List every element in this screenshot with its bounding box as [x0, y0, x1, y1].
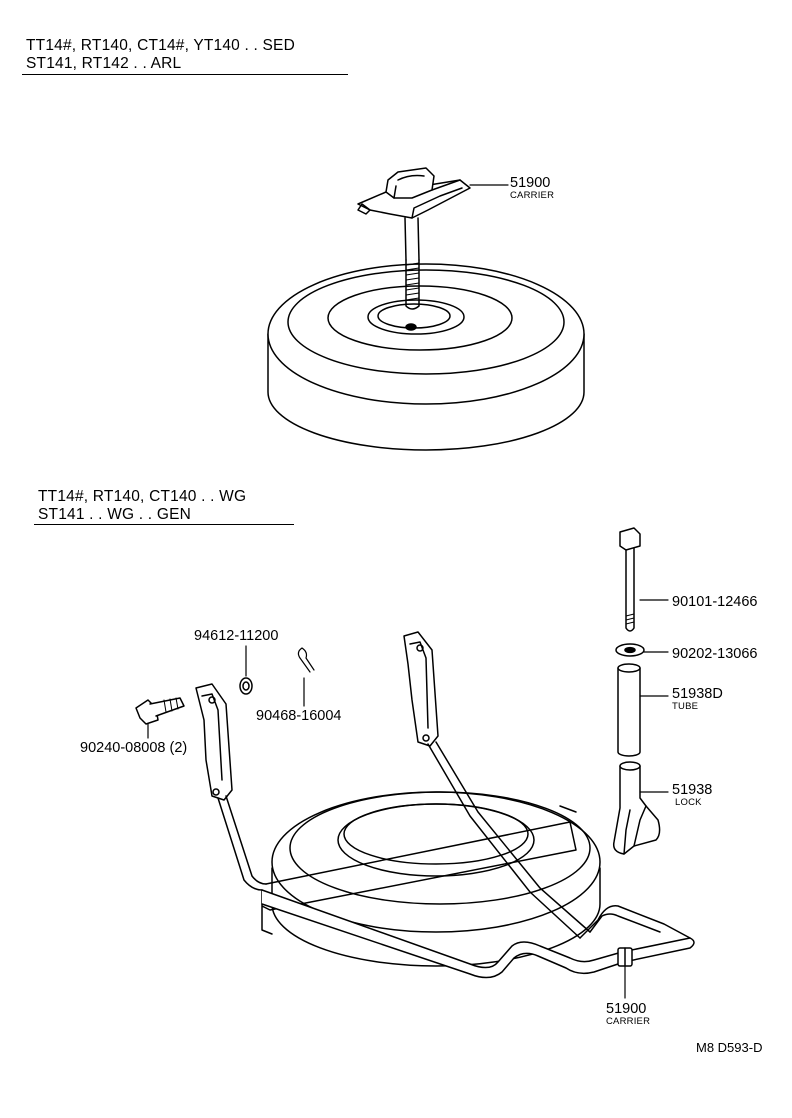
- nut: [240, 678, 252, 694]
- part-number-carrier-top: 51900: [510, 175, 551, 191]
- carrier-bolt-top: [405, 218, 419, 309]
- part-number-tube: 51938D: [672, 686, 723, 702]
- part-number-washer: 90202-13066: [672, 646, 758, 662]
- part-name-lock: LOCK: [675, 797, 702, 808]
- section2-models-line2: ST141 . . WG . . GEN: [38, 506, 192, 523]
- part-name-tube: TUBE: [672, 701, 699, 712]
- part-number-bolt-long: 90101-12466: [672, 594, 758, 610]
- part-number-carrier-bottom: 51900: [606, 1001, 647, 1017]
- carrier-frame-bottom: [196, 632, 694, 978]
- figure-code: M8 D593-D: [696, 1040, 763, 1055]
- part-number-bolt-short: 90240-08008 (2): [80, 740, 188, 756]
- section1-models-line2: ST141, RT142 . . ARL: [26, 55, 182, 72]
- section2-models-line1: TT14#, RT140, CT140 . . WG: [38, 488, 247, 505]
- spare-tire-top: [268, 264, 584, 450]
- part-name-carrier-top: CARRIER: [510, 190, 555, 201]
- part-number-lock: 51938: [672, 782, 713, 798]
- tube: [618, 664, 640, 756]
- section1-underline: [22, 74, 348, 75]
- bolt-short: [136, 698, 184, 724]
- spare-tire-bottom: [272, 792, 600, 966]
- carrier-clamp-top: [358, 168, 470, 218]
- section1-models-line1: TT14#, RT140, CT14#, YT140 . . SED: [26, 37, 295, 54]
- hook-bolt-long: [620, 528, 640, 631]
- part-name-carrier-bottom: CARRIER: [606, 1016, 651, 1027]
- section2-underline: [34, 524, 294, 525]
- washer: [616, 644, 644, 656]
- part-number-pin: 90468-16004: [256, 708, 342, 724]
- part-number-nut: 94612-11200: [194, 628, 279, 644]
- cotter-pin: [298, 648, 314, 672]
- lock: [614, 762, 660, 854]
